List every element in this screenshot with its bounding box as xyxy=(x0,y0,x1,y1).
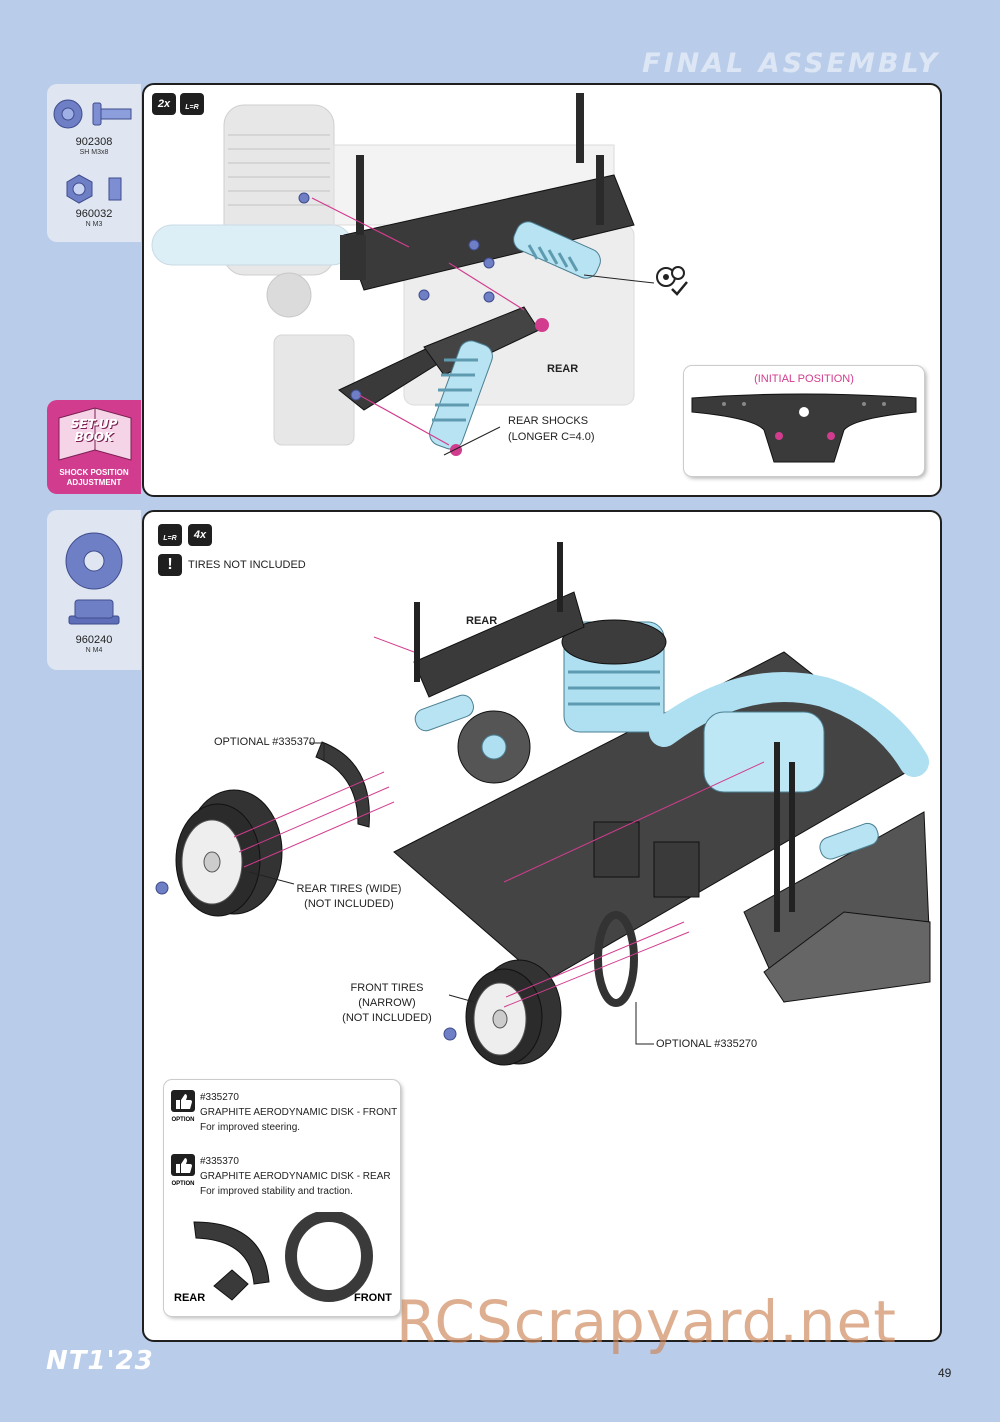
mirror-label: L=R xyxy=(163,535,177,542)
warning-icon: ! xyxy=(158,554,182,576)
washer-icon xyxy=(65,532,123,625)
parts-sidebar-step2: 960240 N M4 xyxy=(47,510,141,670)
rear-tires-line2: (NOT INCLUDED) xyxy=(304,898,394,910)
rear-tires-label: REAR TIRES (WIDE) (NOT INCLUDED) xyxy=(294,882,404,912)
part-name: N M4 xyxy=(85,647,103,654)
option-desc: For improved stability and traction. xyxy=(200,1186,353,1197)
setup-book-caption: SHOCK POSITION ADJUSTMENT xyxy=(59,468,129,487)
mirror-label: L=R xyxy=(185,104,199,111)
thumbs-up-icon xyxy=(171,1090,195,1112)
disk-label-front: FRONT xyxy=(354,1292,392,1304)
quantity-badge: 2x xyxy=(152,93,176,115)
option-desc: For improved steering. xyxy=(200,1122,301,1133)
part-name: SH M3x8 xyxy=(79,149,109,156)
option-item: OPTION xyxy=(170,1090,196,1123)
rear-shocks-length-label: (LONGER C=4.0) xyxy=(508,431,595,443)
chassis-assembly-diagram xyxy=(155,542,931,1066)
setup-book-badge[interactable]: SET-UP BOOK SHOCK POSITION ADJUSTMENT xyxy=(47,400,141,494)
option-code: #335270 xyxy=(200,1092,239,1103)
front-tire xyxy=(465,959,562,1066)
disk-label-rear: REAR xyxy=(174,1292,206,1304)
shock-absorber xyxy=(429,318,549,456)
part-code: 902308 xyxy=(75,136,113,148)
setup-book-line2: BOOK xyxy=(74,430,114,444)
setup-book-line1: SET-UP xyxy=(70,417,118,431)
mirror-icon: L=R xyxy=(180,93,204,115)
part-code: 960032 xyxy=(75,208,113,220)
page-title: FINAL ASSEMBLY xyxy=(642,48,940,79)
front-tires-line1: FRONT TIRES (NARROW) xyxy=(350,982,424,1009)
options-box: OPTION #335270 GRAPHITE AERODYNAMIC DISK… xyxy=(164,1080,400,1316)
part-code: 960240 xyxy=(75,634,113,646)
shock-tower-plate xyxy=(691,393,917,463)
nut-icon xyxy=(66,174,122,204)
thumbs-up-icon xyxy=(171,1154,195,1176)
rear-tires-line1: REAR TIRES (WIDE) xyxy=(296,883,402,895)
optional-rear-label: OPTIONAL #335370 xyxy=(214,736,316,748)
option-item: OPTION xyxy=(170,1154,196,1187)
option-title: GRAPHITE AERODYNAMIC DISK - FRONT xyxy=(200,1107,398,1118)
rear-label: REAR xyxy=(466,615,498,627)
rear-label: REAR xyxy=(547,363,579,375)
check-icon xyxy=(656,266,688,296)
option-title: GRAPHITE AERODYNAMIC DISK - REAR xyxy=(200,1171,391,1182)
option-code: #335370 xyxy=(200,1156,239,1167)
rear-tire xyxy=(175,789,283,917)
optional-front-label: OPTIONAL #335270 xyxy=(656,1038,758,1050)
rear-shock-assembly-diagram xyxy=(151,93,688,456)
brand-logo: NT1'23 xyxy=(46,1346,154,1376)
watermark: RCScrapyard.net xyxy=(396,1288,897,1356)
mirror-icon: L=R xyxy=(158,524,182,546)
page-number: 49 xyxy=(938,1366,952,1380)
front-tires-label: FRONT TIRES (NARROW) (NOT INCLUDED) xyxy=(322,981,452,1026)
book-icon xyxy=(58,407,132,461)
option-tag: OPTION xyxy=(171,1117,195,1123)
inset-title: (INITIAL POSITION) xyxy=(754,373,854,385)
tires-warning: TIRES NOT INCLUDED xyxy=(188,559,306,571)
option-tag: OPTION xyxy=(171,1181,195,1187)
parts-sidebar-step1: 902308 SH M3x8 960032 N M3 xyxy=(47,84,141,242)
initial-position-inset: (INITIAL POSITION) xyxy=(684,366,924,476)
aero-disks-illustration xyxy=(193,1212,373,1302)
front-tires-line2: (NOT INCLUDED) xyxy=(342,1012,432,1024)
quantity-badge: 4x xyxy=(188,524,212,546)
rear-shocks-label: REAR SHOCKS xyxy=(508,415,589,427)
flange-nut-icon xyxy=(68,599,120,625)
shock-absorber xyxy=(513,221,601,279)
bolt-icon xyxy=(53,99,132,129)
part-name: N M3 xyxy=(85,221,103,228)
